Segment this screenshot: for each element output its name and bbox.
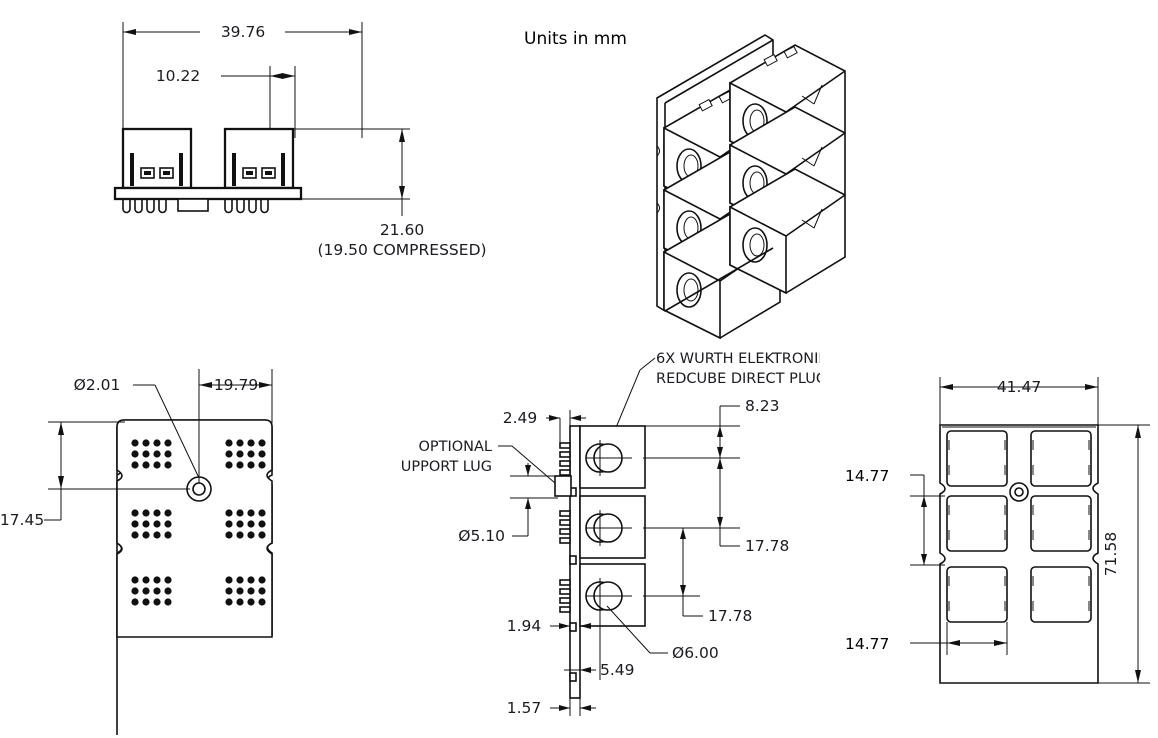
- support-lug-line1: OPTIONAL: [418, 439, 492, 455]
- dim-width: 41.47: [939, 377, 1099, 427]
- pad-group-5: [131, 576, 172, 606]
- pad-group-1: [131, 439, 172, 469]
- dim-vertical-pitch-text: 14.77: [845, 467, 890, 485]
- dim-terminal-bore-text: Ø6.00: [672, 644, 719, 662]
- dim-pitch-1: 17.78: [643, 458, 789, 555]
- pad-group-3: [131, 509, 172, 539]
- dim-pin-length: 2.49: [503, 409, 586, 445]
- terminal-block-2: [579, 495, 646, 559]
- dim-height: 71.58: [1098, 424, 1150, 684]
- dim-horizontal-pitch-label: 14.77: [845, 634, 889, 653]
- iso-terminal-right-3: [729, 168, 846, 295]
- dim-pad-pitch-text: 17.45: [0, 511, 44, 529]
- center-mounting-hole: [1009, 482, 1029, 502]
- dim-connector-offset-text: 10.22: [156, 67, 200, 85]
- support-lug: [554, 475, 572, 497]
- dim-overall-width: 39.76: [123, 23, 362, 41]
- pad-group-6: [225, 576, 266, 606]
- dim-overall-width-text: 39.76: [221, 23, 265, 41]
- dim-lug-diameter: Ø5.10: [458, 463, 558, 545]
- isometric-view: [656, 34, 846, 340]
- dim-terminal-depth-text: 5.49: [600, 661, 635, 679]
- support-lug-line2: SUPPORT LUG: [400, 459, 492, 475]
- pad-group-2: [225, 439, 266, 469]
- dim-pad-pitch: 17.45: [0, 421, 190, 529]
- terminal-window-1: [946, 430, 1008, 487]
- dim-top-terminal-text: 8.23: [745, 397, 780, 415]
- connector-body-left: [121, 127, 193, 190]
- support-lug-note: OPTIONAL SUPPORT LUG: [400, 439, 556, 484]
- dim-height: 21.60 (19.50 COMPRESSED): [293, 128, 487, 259]
- terminal-window-2: [1030, 430, 1092, 487]
- end-elevation-view: 39.76 10.22: [113, 22, 487, 259]
- dim-height-text: 21.60: [380, 221, 424, 239]
- dim-height-text: 71.58: [1102, 532, 1120, 576]
- terminal-note-line2: REDCUBE DIRECT PLUG TERMINALS: [656, 371, 820, 387]
- front-elevation-view: 41.47 71.58: [910, 377, 1150, 684]
- dim-vertical-pitch: [910, 474, 945, 566]
- connector-body-right: [223, 127, 295, 190]
- dim-pcb-thickness-text: 1.57: [507, 699, 542, 717]
- side-section-view: 6X WURTH ELEKTRONIK REDCUBE DIRECT PLUG …: [400, 351, 820, 717]
- dim-top-terminal: 8.23: [643, 397, 780, 459]
- dim-pcb-thickness: 1.57: [507, 698, 596, 717]
- dim-vertical-pitch-label: 14.77: [845, 466, 889, 485]
- dim-connector-offset: 10.22: [156, 67, 295, 85]
- pin-stack-2: [559, 510, 571, 544]
- pcb-board-edge: [113, 186, 303, 214]
- terminal-window-6: [1030, 566, 1092, 623]
- dim-hole-diameter-text: Ø2.01: [74, 376, 121, 394]
- dim-terminal-bore: Ø6.00: [606, 605, 719, 662]
- terminal-window-3: [946, 495, 1008, 552]
- terminal-note-line1: 6X WURTH ELEKTRONIK: [656, 351, 820, 367]
- bottom-pad-view: Ø2.01 19.79 17.45: [0, 369, 273, 735]
- units-text: Units in mm: [524, 29, 627, 49]
- terminal-window-5: [946, 566, 1008, 623]
- units-label: Units in mm: [524, 29, 627, 49]
- dim-height-note-text: (19.50 COMPRESSED): [317, 241, 486, 259]
- dim-horizontal-pitch-text: 14.77: [845, 635, 890, 653]
- dim-hole-offset: 19.79: [198, 369, 273, 483]
- terminal-window-4: [1030, 495, 1092, 552]
- dim-pitch-2: 17.78: [643, 528, 752, 625]
- pin-stack-3: [559, 579, 571, 613]
- pad-group-4: [225, 509, 266, 539]
- dim-terminal-depth: 5.49: [564, 610, 635, 680]
- dim-horizontal-pitch: [910, 622, 1008, 655]
- mounting-hole: [186, 476, 212, 502]
- terminal-block-3: [579, 563, 646, 627]
- dim-hole-offset-text: 19.79: [214, 376, 258, 394]
- dim-pcb-to-lug: 1.94: [507, 617, 596, 636]
- iso-plate-bottom-edge: [664, 247, 774, 312]
- dim-pitch-2-text: 17.78: [708, 607, 752, 625]
- dim-lug-diameter-text: Ø5.10: [458, 527, 505, 545]
- terminal-note: 6X WURTH ELEKTRONIK REDCUBE DIRECT PLUG …: [614, 351, 820, 431]
- terminal-block-1: [579, 425, 646, 489]
- dim-width-text: 41.47: [997, 378, 1041, 396]
- dim-pin-length-text: 2.49: [503, 409, 538, 427]
- dim-pcb-to-lug-text: 1.94: [507, 617, 542, 635]
- pin-stack-1: [559, 442, 571, 476]
- dim-hole-diameter: Ø2.01: [74, 376, 200, 479]
- dim-pitch-1-text: 17.78: [745, 537, 789, 555]
